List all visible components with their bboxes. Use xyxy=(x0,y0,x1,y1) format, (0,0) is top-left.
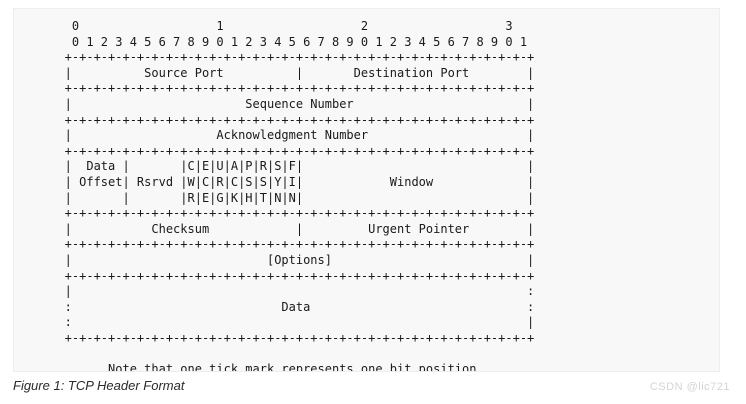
csdn-watermark: CSDN @lic721 xyxy=(649,381,730,393)
figure-panel: 0 1 2 3 0 1 2 3 4 5 6 7 8 9 0 1 2 3 4 5 … xyxy=(13,8,720,372)
caption-bar: Figure 1: TCP Header Format CSDN @lic721 xyxy=(0,374,746,404)
figure-caption: Figure 1: TCP Header Format xyxy=(13,378,185,393)
tcp-header-ascii-diagram: 0 1 2 3 0 1 2 3 4 5 6 7 8 9 0 1 2 3 4 5 … xyxy=(64,19,535,372)
